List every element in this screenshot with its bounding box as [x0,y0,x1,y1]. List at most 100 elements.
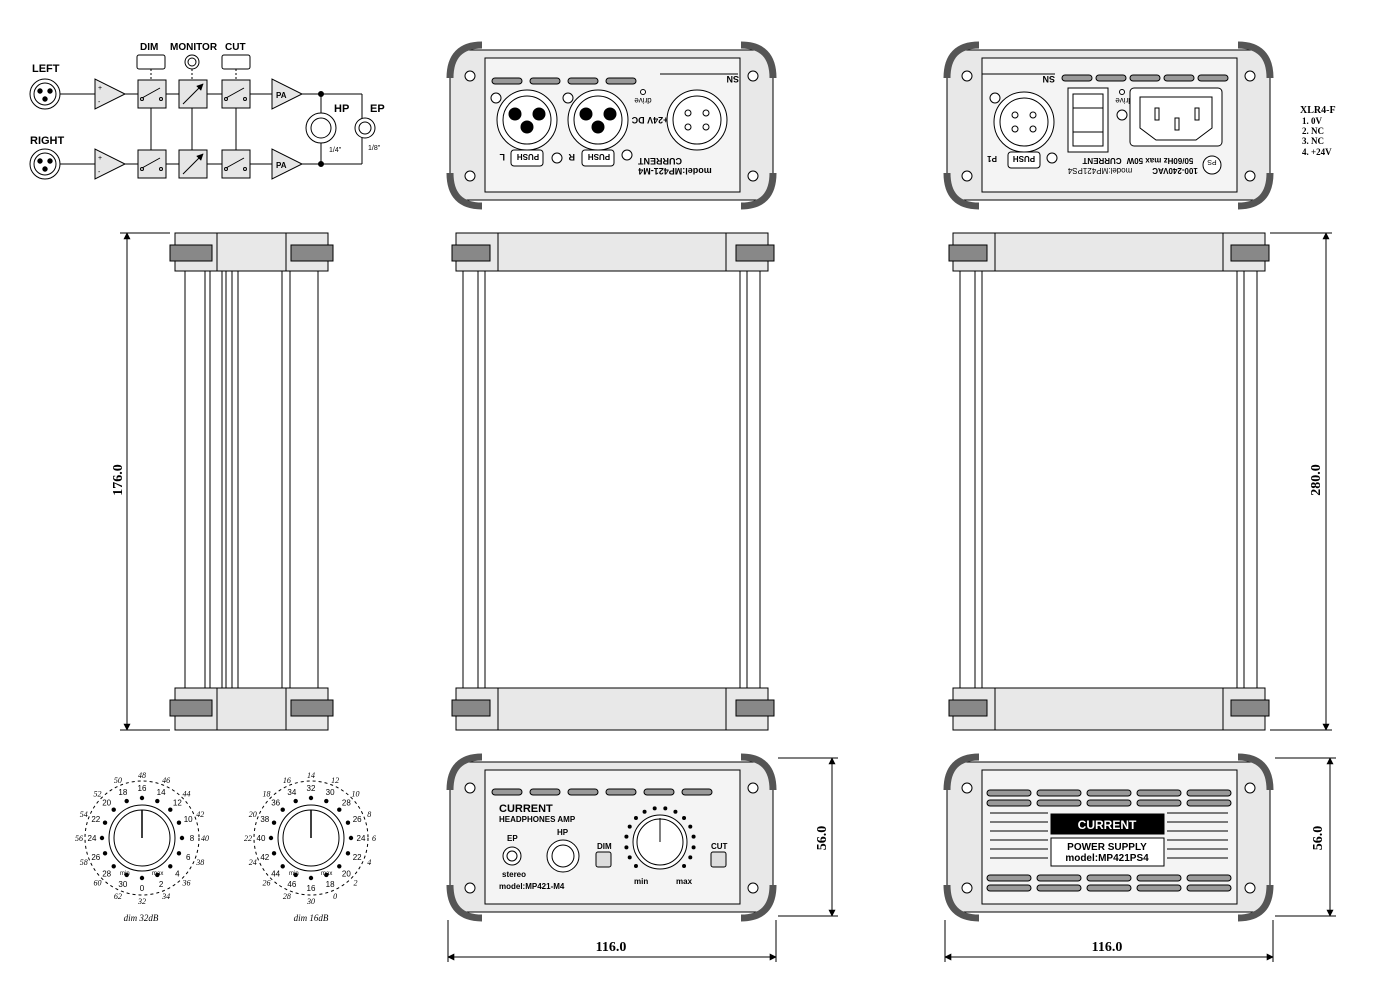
dial-dot [179,835,185,841]
dial-inner-label: 46 [287,880,296,889]
ep-jack-icon [354,117,376,139]
rear-panel-amp: SN PUSH L PUSH R drive +24V DC CU [446,41,777,210]
dial-inner-label: 44 [271,869,280,878]
dial-outer-label: 8 [367,810,371,819]
dim-psu-width: 116.0 [1092,940,1123,955]
dial-outer-label: 16 [283,776,291,785]
vent-slot [1086,789,1132,797]
dial-inner-label: 8 [190,834,195,843]
block-diagram: LEFT RIGHT + - + - [29,42,385,180]
dim-switch-icon [136,54,166,70]
dial-inner-label: 30 [118,880,127,889]
svg-text:+: + [98,85,102,92]
svg-text:-: - [98,99,101,106]
dim-switch-left [137,79,167,109]
pa-left-icon [271,78,304,110]
iec-power-socket [1129,87,1223,147]
dial-inner-label: 26 [353,815,362,824]
dial-outer-label: 54 [80,810,88,819]
dial-inner-label: 10 [184,815,193,824]
rear-psu-sn: SN [1042,74,1055,84]
dial-outer-label: 6 [372,834,376,843]
dim-psu-depth: 280.0 [1309,464,1324,496]
vent-slot [1136,799,1182,807]
dim-switch-right [137,149,167,179]
dial-dot [348,835,354,841]
vent-slot [1086,884,1132,892]
vent-slot [1136,789,1182,797]
hp-jack-icon [305,112,337,144]
dial-dot [176,851,182,856]
dial-outer-label: 62 [114,892,122,901]
dial-dot [271,851,277,856]
front-amp-subtitle: HEADPHONES AMP [499,815,576,824]
dial-inner-label: 24 [88,834,97,843]
dial-outer-label: 32 [137,897,146,906]
front-ep-label: EP [507,834,518,843]
l-label: L [499,152,505,162]
front-psu-brand: CURRENT [1078,818,1137,832]
vent-slot [986,799,1032,807]
dial-dot [155,872,160,878]
psu-dimensions [944,757,1336,962]
pinout-title: XLR4-F [1300,105,1336,116]
dim-side-height: 176.0 [111,464,126,496]
dial-inner-label: 28 [102,869,111,878]
svg-text:PS: PS [1207,158,1217,165]
dial-dot [324,798,329,804]
dial-dot [268,835,274,841]
cut-switch-right [221,149,251,179]
pa-label-right: PA [276,161,287,170]
vent-slot [1036,884,1082,892]
dial-max: max [321,871,332,877]
vent-slot [1136,884,1182,892]
dial-inner-label: 16 [138,784,147,793]
scale-dot [624,845,629,850]
front-panel-psu [943,753,1274,922]
dial-inner-label: 34 [287,788,296,797]
dial-outer-label: 56 [75,834,83,843]
dial-outer-label: 58 [80,858,88,867]
scale-dot [691,834,696,839]
dial-dot [324,872,329,878]
rear-amp-model: model:MP421-M4 [638,166,712,176]
psu-spec2: 50/60Hz max 50W [1126,156,1193,165]
vent-slot [1086,874,1132,882]
dial-outer-label: 24 [249,858,257,867]
dial-outer-label: 36 [182,879,191,888]
psu-model-rear: model:MP421PS4 [1067,166,1132,175]
hp-label: HP [334,103,349,115]
input-amp-right-icon: + - [94,148,127,180]
vent-slot [986,874,1032,882]
front-cut-label: CUT [711,842,728,851]
top-view-amp [451,232,775,731]
pin-1: 1. 0V [1302,116,1323,126]
front-amp-brand: CURRENT [499,803,553,815]
dial-outer-label: 52 [93,789,101,798]
dial-outer-label: 18 [262,789,270,798]
dial-inner-label: 0 [140,884,145,893]
pin-3: 3. NC [1302,136,1324,146]
ep-size: 1/8" [368,145,381,152]
vent-slot [1186,799,1232,807]
volume-knob[interactable] [632,814,688,870]
dial-outer-label: 48 [138,771,146,780]
cut-button[interactable] [710,851,727,868]
dim-button[interactable] [595,851,612,868]
svg-text:-: - [98,169,101,176]
dial-dot [111,864,116,869]
dial-outer-label: 12 [331,776,339,785]
dial-min: min [289,871,299,877]
scale-dot [627,824,632,829]
scale-dot [682,815,687,820]
left-xlr-icon [29,78,61,110]
dial-dot [168,864,173,869]
dim-amp-width: 116.0 [596,940,627,955]
power-switch [1067,87,1109,153]
dial-min: min [120,871,130,877]
dial-outer-label: 46 [162,776,170,785]
dial-dot [102,820,108,825]
dial-outer-label: 38 [195,858,204,867]
front-min-label: min [634,877,648,886]
left-label: LEFT [32,63,60,75]
